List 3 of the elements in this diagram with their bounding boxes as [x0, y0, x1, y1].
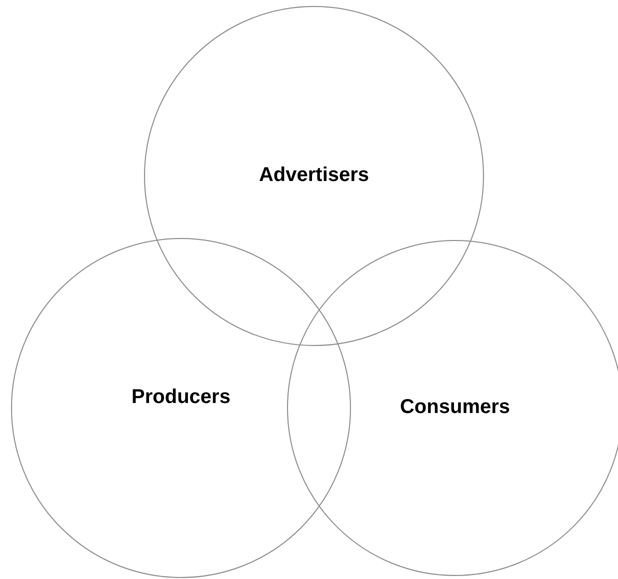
circle-label: Consumers — [400, 396, 510, 419]
circle-label: Advertisers — [258, 164, 370, 187]
circle-label: Producers — [132, 386, 230, 409]
